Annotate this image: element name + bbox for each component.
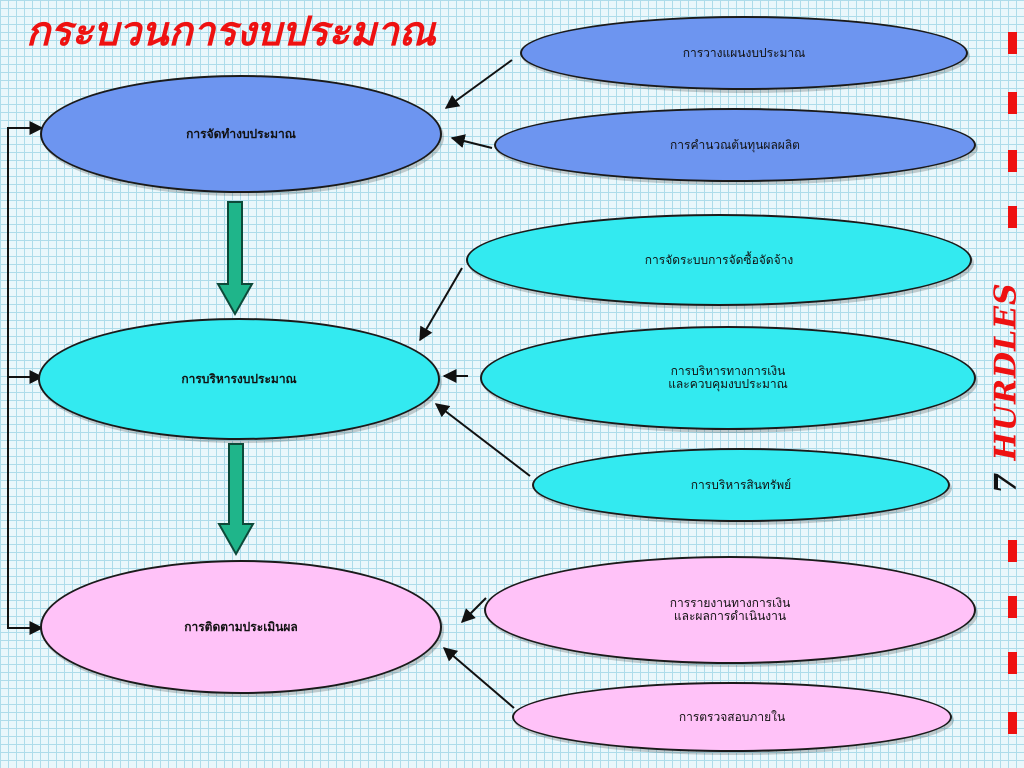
step-budget-preparation: การจัดทำงบประมาณ	[40, 75, 442, 193]
hurdles-word: HURDLES	[988, 282, 1024, 461]
connector-arrow-planning	[444, 59, 513, 109]
sub-item-budget-planning: การวางแผนงบประมาณ	[520, 16, 968, 90]
sub-item-asset-management: การบริหารสินทรัพย์	[532, 448, 950, 522]
sub-item-label: การวางแผนงบประมาณ	[682, 45, 806, 60]
sub-item-label: การตรวจสอบภายใน	[678, 709, 786, 724]
step-label: การติดตามประเมินผล	[184, 619, 298, 634]
sub-item-label: การบริหารสินทรัพย์	[690, 477, 792, 492]
flow-arrow-step1-to-step2	[216, 201, 254, 317]
sub-item-label-line1: การรายงานทางการเงิน	[669, 596, 791, 611]
connector-arrow-audit	[442, 647, 515, 709]
sub-item-procurement: การจัดระบบการจัดซื้อจัดจ้าง	[466, 214, 972, 306]
flow-arrow-step2-to-step3	[217, 443, 255, 557]
sub-item-label-line1: การบริหารทางการเงิน	[670, 364, 786, 379]
sub-item-label-line2: และควบคุมงบประมาณ	[668, 377, 788, 391]
step-monitoring-evaluation: การติดตามประเมินผล	[40, 560, 442, 694]
sub-item-financial-reporting: การรายงานทางการเงิน และผลการดำเนินงาน	[484, 556, 976, 664]
connector-arrow-procurement	[419, 267, 463, 342]
connector-arrow-costing	[450, 134, 493, 149]
sub-item-financial-management: การบริหารทางการเงิน และควบคุมงบประมาณ	[480, 326, 976, 430]
step-budget-administration: การบริหารงบประมาณ	[38, 318, 440, 440]
connector-arrow-assets	[434, 403, 531, 477]
step-label: การบริหารงบประมาณ	[181, 371, 297, 386]
sub-item-output-costing: การคำนวณต้นทุนผลผลิต	[494, 108, 976, 182]
right-dashed-line	[1008, 32, 1017, 734]
hurdles-number: 7	[988, 471, 1024, 494]
page-title: กระบวนการงบประมาณ	[26, 8, 436, 55]
step-label: การจัดทำงบประมาณ	[186, 126, 296, 141]
sub-item-label: การจัดระบบการจัดซื้อจัดจ้าง	[644, 252, 794, 267]
sub-item-label-line2: และผลการดำเนินงาน	[673, 609, 787, 623]
connector-arrow-reporting	[461, 597, 487, 623]
seven-hurdles-banner: 7 HURDLES	[989, 282, 1024, 493]
sub-item-internal-audit: การตรวจสอบภายใน	[512, 682, 952, 752]
sub-item-label: การคำนวณต้นทุนผลผลิต	[670, 137, 800, 152]
